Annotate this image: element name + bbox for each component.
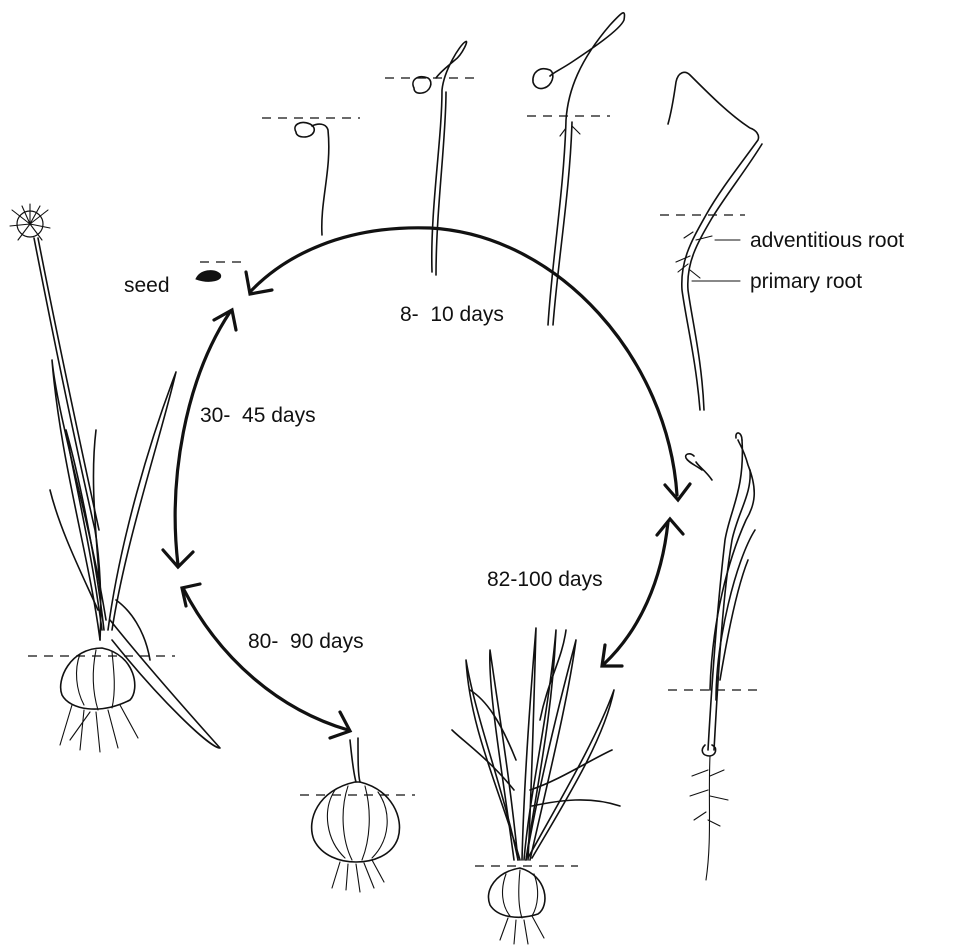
mature-bulb bbox=[300, 738, 415, 892]
arrow-top-arc bbox=[250, 228, 677, 495]
arrow-bottom-right-arc bbox=[604, 522, 668, 664]
flowering-plant bbox=[10, 204, 220, 752]
primary-root-label: primary root bbox=[750, 270, 862, 293]
stage-label-30-45-days: 30- 45 days bbox=[200, 404, 316, 427]
seed-drawing bbox=[196, 262, 245, 281]
young-plant bbox=[668, 433, 760, 880]
arrowhead-right-mid bbox=[657, 519, 683, 535]
seedling-stage-2 bbox=[385, 41, 480, 275]
stage-label-80-90-days: 80- 90 days bbox=[248, 630, 364, 653]
seedling-stage-1 bbox=[262, 118, 360, 235]
seedling-stage-4 bbox=[660, 72, 762, 410]
leafy-bulb bbox=[488, 868, 544, 917]
arrow-left-arc bbox=[175, 312, 230, 565]
stage-label-82-100-days: 82-100 days bbox=[487, 568, 603, 591]
adventitious-root-label: adventitious root bbox=[750, 229, 904, 252]
stage-label-8-10-days: 8- 10 days bbox=[400, 303, 504, 326]
flowering-bulb bbox=[61, 648, 135, 709]
seed-label: seed bbox=[124, 274, 170, 297]
arrow-bottom-left-arc bbox=[183, 588, 348, 730]
root-annotations bbox=[692, 240, 740, 281]
leafy-plant bbox=[452, 628, 620, 944]
seedling-stage-3 bbox=[527, 13, 624, 325]
seed-shape bbox=[196, 271, 221, 282]
